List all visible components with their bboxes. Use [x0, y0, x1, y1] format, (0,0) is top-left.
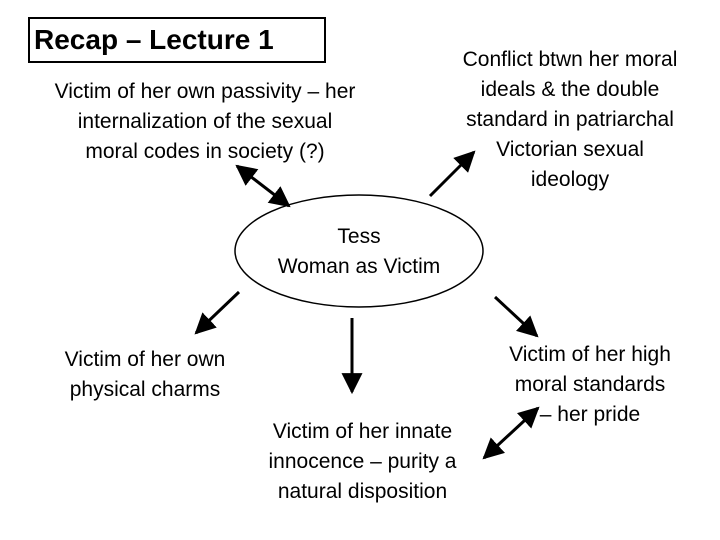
node-innocence: Victim of her innate innocence – purity … — [268, 420, 457, 503]
node-double-standard: Conflict btwn her moral ideals & the dou… — [462, 48, 678, 191]
arrow-top-right — [428, 150, 476, 198]
node-passivity: Victim of her own passivity – her intern… — [54, 80, 356, 163]
slide-title: Recap – Lecture 1 — [28, 17, 326, 63]
arrow-top-left — [235, 164, 291, 208]
arrow-left — [194, 290, 241, 335]
node-physical-charms: Victim of her own physical charms — [64, 348, 226, 401]
node-pride: Victim of her high moral standards – her… — [509, 343, 671, 426]
center-ellipse — [234, 194, 484, 308]
arrow-bottom-right — [482, 406, 540, 460]
center-line-1: Tess — [337, 225, 381, 248]
arrow-right — [493, 295, 539, 338]
center-line-2: Woman as Victim — [277, 255, 441, 278]
